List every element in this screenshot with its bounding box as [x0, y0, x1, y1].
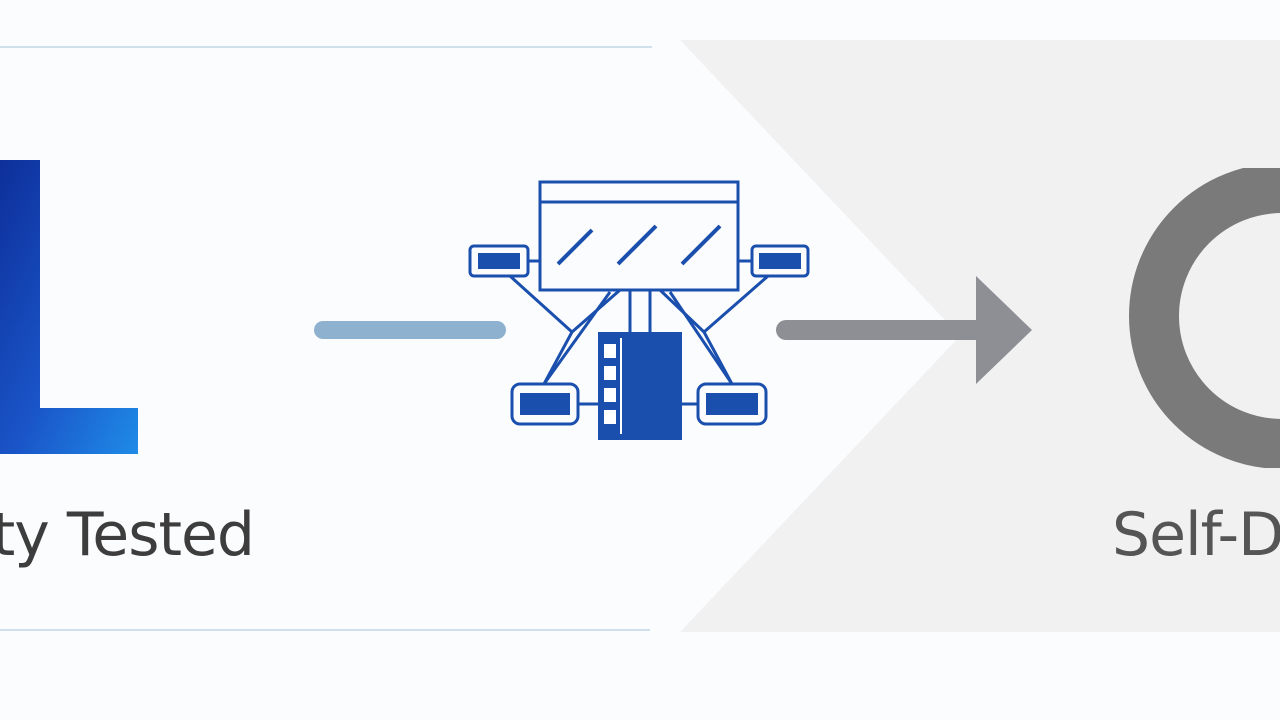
left-label: rty Tested — [0, 500, 255, 570]
top-divider — [0, 46, 652, 48]
right-label: Self-D — [1112, 500, 1280, 570]
left-connector-bar — [314, 321, 506, 339]
arrow-right-icon — [776, 276, 1032, 384]
blue-l-shape-icon — [0, 160, 138, 454]
gray-ring-icon — [1129, 168, 1280, 468]
circuit-board-icon — [468, 180, 810, 440]
bottom-divider — [0, 629, 650, 631]
